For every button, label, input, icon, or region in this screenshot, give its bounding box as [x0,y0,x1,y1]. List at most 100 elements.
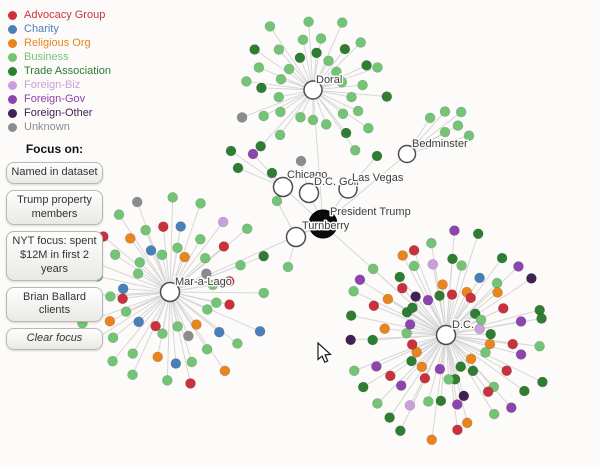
org-node-T[interactable] [294,52,306,64]
org-node-R[interactable] [382,293,394,305]
org-node-B[interactable] [491,277,503,289]
org-node-B[interactable] [107,355,118,367]
org-node-B[interactable] [207,279,219,291]
org-node-B[interactable] [348,285,359,297]
org-node-R[interactable] [379,323,390,335]
org-node-B[interactable] [367,263,379,275]
org-node-B[interactable] [372,398,383,409]
org-node-B[interactable] [323,55,334,67]
org-node-C[interactable] [175,221,187,232]
org-node-A[interactable] [419,372,431,384]
org-node-T[interactable] [357,381,369,393]
org-node-T[interactable] [311,47,322,59]
org-node-B[interactable] [456,260,467,271]
org-node-U[interactable] [201,268,212,280]
org-node-B[interactable] [172,321,183,332]
org-node-B[interactable] [241,223,253,235]
org-node-A[interactable] [223,276,235,287]
org-node-T[interactable] [435,395,447,407]
org-node-U[interactable] [295,155,307,167]
org-node-B[interactable] [363,122,374,134]
org-node-A[interactable] [446,289,458,300]
hub-chicago[interactable] [272,176,294,198]
org-node-B[interactable] [167,192,178,203]
org-node-T[interactable] [447,253,458,265]
org-node-B[interactable] [275,73,287,85]
org-node-FG[interactable] [354,274,366,286]
org-node-R[interactable] [411,346,422,358]
org-node-B[interactable] [331,66,342,78]
org-node-B[interactable] [113,209,125,220]
hub-bedminster[interactable] [397,144,417,164]
org-node-FB[interactable] [404,400,416,411]
org-node-T[interactable] [407,302,418,313]
org-node-B[interactable] [315,33,327,44]
org-node-A[interactable] [396,282,408,294]
org-node-B[interactable] [156,249,168,261]
org-node-B[interactable] [346,91,357,103]
org-node-T[interactable] [232,162,244,174]
org-node-T[interactable] [340,127,352,139]
org-node-B[interactable] [424,112,436,124]
org-node-T[interactable] [384,412,395,423]
hub-mar-a-lago[interactable] [159,281,181,303]
org-node-B[interactable] [423,396,434,407]
org-node-T[interactable] [455,361,467,372]
org-node-T[interactable] [472,228,484,240]
org-node-FG[interactable] [434,363,446,375]
org-node-B[interactable] [372,62,383,73]
org-node-FG[interactable] [515,349,527,360]
org-node-A[interactable] [224,299,235,310]
hub-dc[interactable] [435,324,457,346]
org-node-T[interactable] [519,385,530,397]
org-node-T[interactable] [225,145,237,157]
trump-property-members-button[interactable]: Trump property members [6,189,103,226]
org-node-T[interactable] [485,328,497,340]
org-node-B[interactable] [253,62,265,73]
org-node-R[interactable] [437,279,448,290]
org-node-FB[interactable] [427,259,439,270]
hub-president-trump[interactable] [308,209,338,239]
org-node-FG[interactable] [513,261,524,272]
org-node-B[interactable] [355,37,366,48]
org-node-A[interactable] [385,370,396,382]
org-node-B[interactable] [282,261,294,273]
org-node-A[interactable] [482,386,494,398]
org-node-B[interactable] [336,76,348,88]
org-node-A[interactable] [507,338,519,350]
org-node-A[interactable] [185,378,196,389]
org-node-T[interactable] [381,91,393,102]
org-node-FG[interactable] [404,319,416,330]
org-node-B[interactable] [105,291,116,302]
org-node-R[interactable] [461,417,473,429]
org-node-B[interactable] [357,79,368,91]
org-node-T[interactable] [371,150,383,162]
org-node-B[interactable] [201,343,213,355]
org-node-R[interactable] [179,251,190,263]
org-node-T[interactable] [255,140,266,152]
org-node-T[interactable] [367,334,378,346]
org-node-B[interactable] [307,114,319,126]
hub-dc-golf[interactable] [298,182,320,204]
org-node-B[interactable] [273,91,285,103]
org-node-U[interactable] [131,196,143,208]
org-node-B[interactable] [258,287,270,299]
org-node-B[interactable] [475,314,487,326]
org-node-B[interactable] [162,375,173,386]
org-node-T[interactable] [361,60,372,71]
org-node-C[interactable] [254,326,266,337]
hub-turnberry[interactable] [285,226,307,248]
org-node-B[interactable] [271,195,283,207]
org-node-B[interactable] [408,260,420,272]
org-node-FG[interactable] [395,380,407,391]
org-node-B[interactable] [211,297,222,308]
org-node-B[interactable] [488,408,500,420]
org-node-T[interactable] [249,44,260,55]
org-node-A[interactable] [218,241,230,252]
org-node-B[interactable] [186,356,198,368]
org-node-A[interactable] [501,365,512,377]
org-node-T[interactable] [395,425,406,437]
org-node-B[interactable] [283,63,295,75]
org-node-T[interactable] [345,310,357,321]
org-node-FO[interactable] [526,273,537,284]
